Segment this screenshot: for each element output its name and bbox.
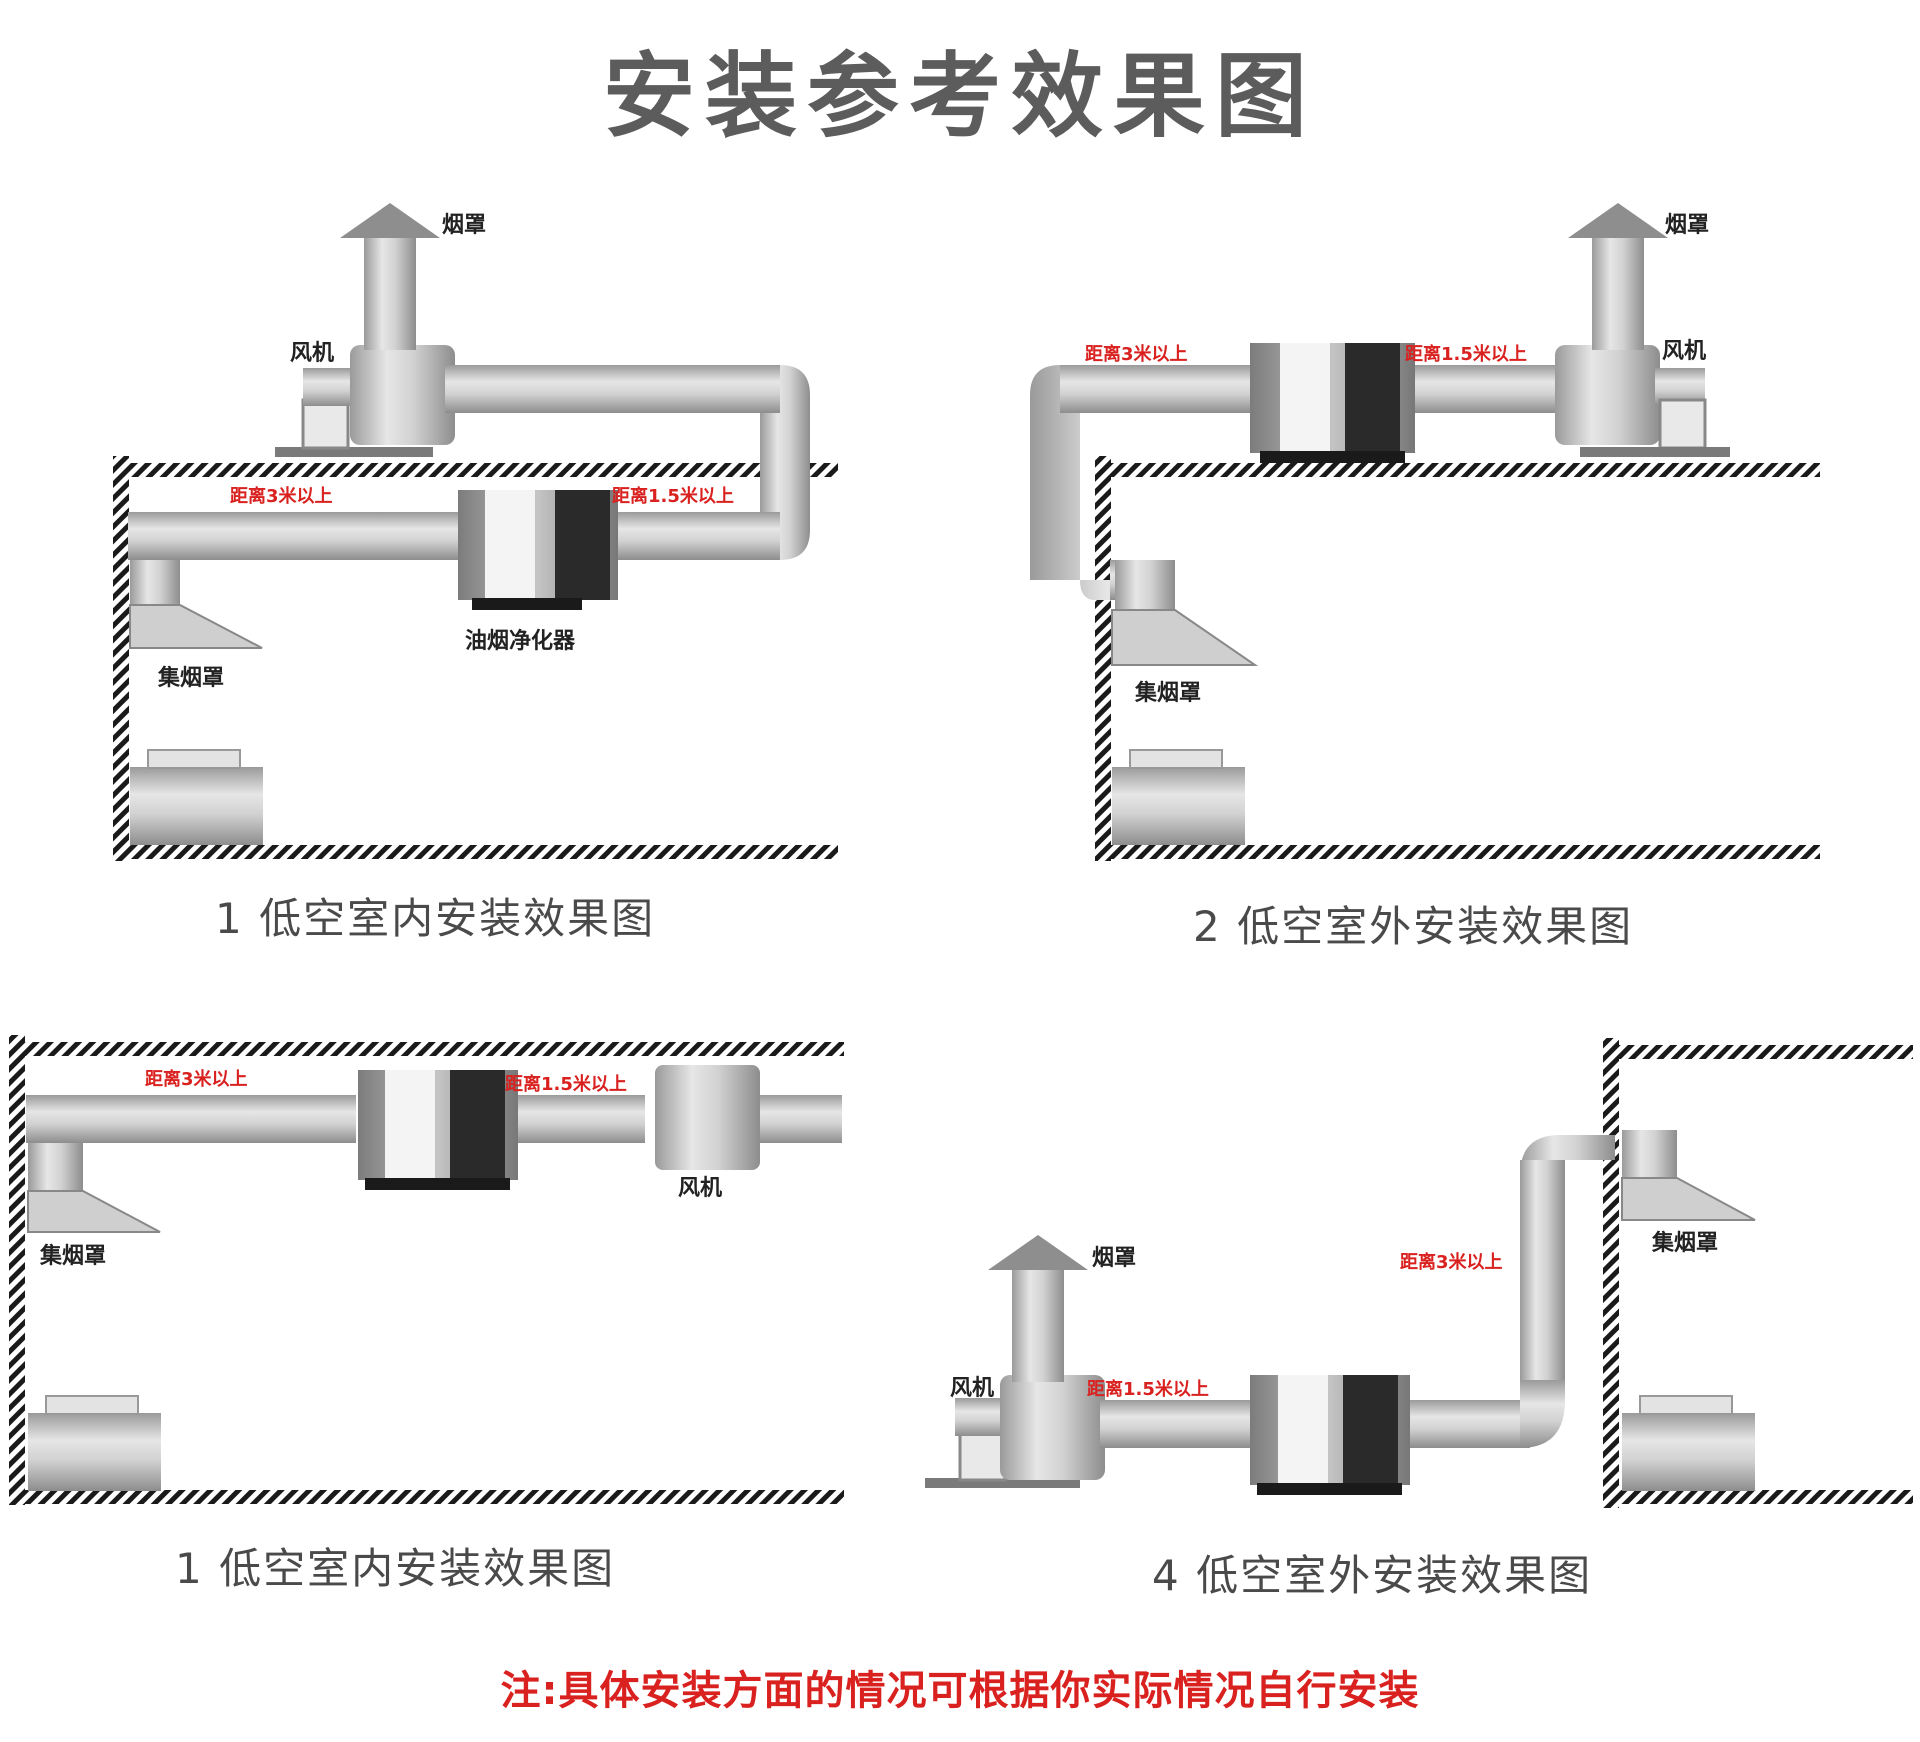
hood-arrow bbox=[340, 203, 440, 238]
label-fan: 风机 bbox=[290, 341, 334, 366]
label-dist15: 距离1.5米以上 bbox=[505, 1073, 627, 1095]
label-dist3: 距离3米以上 bbox=[145, 1068, 248, 1090]
caption-diagram-4: 4 低空室外安装效果图 bbox=[1152, 1551, 1593, 1600]
floor bbox=[128, 845, 838, 859]
label-hood: 烟罩 bbox=[1092, 1246, 1136, 1271]
left-wall bbox=[113, 456, 129, 861]
label-purifier: 油烟净化器 bbox=[465, 628, 576, 654]
label-dist15: 距离1.5米以上 bbox=[1087, 1378, 1209, 1400]
label-dist3: 距离3米以上 bbox=[230, 485, 333, 507]
diagram-1: 烟罩 风机 距离3米以上 距离1.5米以上 油烟净化器 集烟罩 bbox=[113, 203, 838, 861]
label-fan: 风机 bbox=[1662, 339, 1706, 364]
label-hood: 烟罩 bbox=[442, 213, 486, 238]
label-fan: 风机 bbox=[678, 1176, 722, 1201]
label-collector: 集烟罩 bbox=[157, 665, 224, 691]
diagram-3: 距离3米以上 距离1.5米以上 风机 集烟罩 bbox=[9, 1035, 844, 1505]
label-dist15: 距离1.5米以上 bbox=[1405, 343, 1527, 365]
stove bbox=[130, 767, 263, 845]
fan-body bbox=[350, 345, 455, 445]
caption-diagram-1: 1 低空室内安装效果图 bbox=[215, 894, 656, 943]
installation-note: 注:具体安装方面的情况可根据你实际情况自行安装 bbox=[500, 1668, 1420, 1714]
label-fan: 风机 bbox=[950, 1376, 994, 1401]
ceiling bbox=[128, 463, 838, 477]
label-hood: 烟罩 bbox=[1665, 213, 1709, 238]
collector-hood bbox=[129, 604, 263, 649]
diagram-2: 烟罩 风机 距离3米以上 距离1.5米以上 集烟罩 bbox=[1030, 203, 1820, 861]
diagram-4: 烟罩 风机 距离1.5米以上 距离3米以上 集烟罩 bbox=[925, 1038, 1913, 1508]
label-collector: 集烟罩 bbox=[1651, 1230, 1718, 1256]
caption-diagram-3: 1 低空室内安装效果图 bbox=[175, 1544, 616, 1593]
label-dist3: 距离3米以上 bbox=[1085, 343, 1188, 365]
caption-diagram-2: 2 低空室外安装效果图 bbox=[1193, 902, 1634, 951]
label-collector: 集烟罩 bbox=[1134, 680, 1201, 706]
label-collector: 集烟罩 bbox=[39, 1243, 106, 1269]
page-title: 安装参考效果图 bbox=[602, 43, 1317, 150]
label-dist15: 距离1.5米以上 bbox=[612, 485, 734, 507]
label-dist3: 距离3米以上 bbox=[1400, 1251, 1503, 1273]
